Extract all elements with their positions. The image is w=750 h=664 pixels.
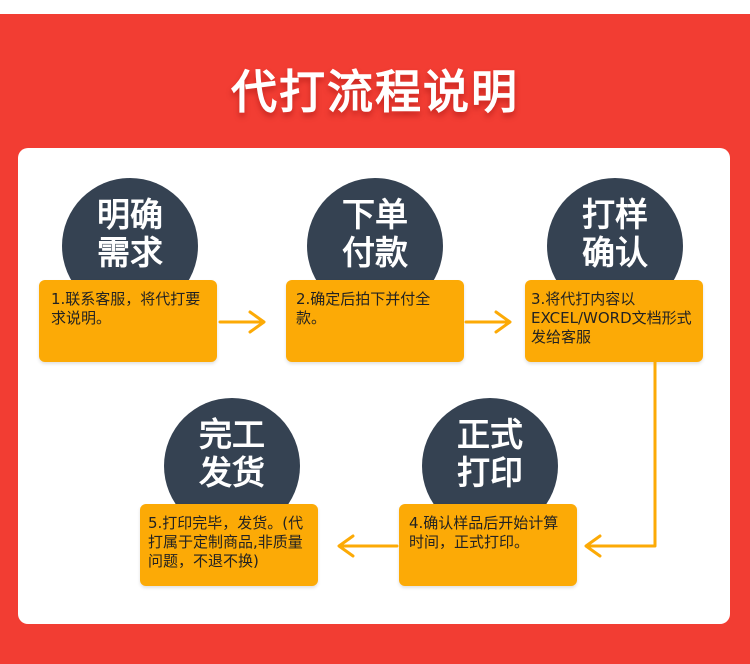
step-2-circle-label: 下单付款 [342, 195, 408, 272]
arrow-3-to-4 [584, 360, 657, 558]
page-title: 代打流程说明 [231, 65, 519, 119]
step-1-circle-label: 明确需求 [97, 195, 163, 272]
step-3-circle-label: 打样确认 [582, 195, 648, 272]
arrow-1-to-2 [218, 310, 266, 334]
step-4-text: 4.确认样品后开始计算时间，正式打印。 [409, 514, 559, 551]
step-3-circle: 打样确认 [547, 178, 683, 314]
arrow-4-to-5 [337, 534, 399, 558]
arrow-2-to-3 [464, 310, 512, 334]
step-4-circle-label: 正式打印 [457, 415, 523, 492]
step-4-box: 4.确认样品后开始计算时间，正式打印。 [399, 504, 577, 586]
step-5-box: 5.打印完毕，发货。(代打属于定制商品,非质量问题，不退不换) [140, 504, 318, 586]
step-2-text: 2.确定后拍下并付全款。 [296, 290, 431, 327]
step-3-text: 3.将代打内容以EXCEL/WORD文档形式发给客服 [531, 290, 692, 346]
step-1-box: 1.联系客服，将代打要求说明。 [39, 280, 217, 362]
step-5-text: 5.打印完毕，发货。(代打属于定制商品,非质量问题，不退不换) [148, 514, 304, 570]
step-2-box: 2.确定后拍下并付全款。 [286, 280, 464, 362]
step-1-text: 1.联系客服，将代打要求说明。 [51, 290, 201, 327]
step-3-box: 3.将代打内容以EXCEL/WORD文档形式发给客服 [525, 280, 703, 362]
step-5-circle-label: 完工发货 [199, 415, 265, 492]
